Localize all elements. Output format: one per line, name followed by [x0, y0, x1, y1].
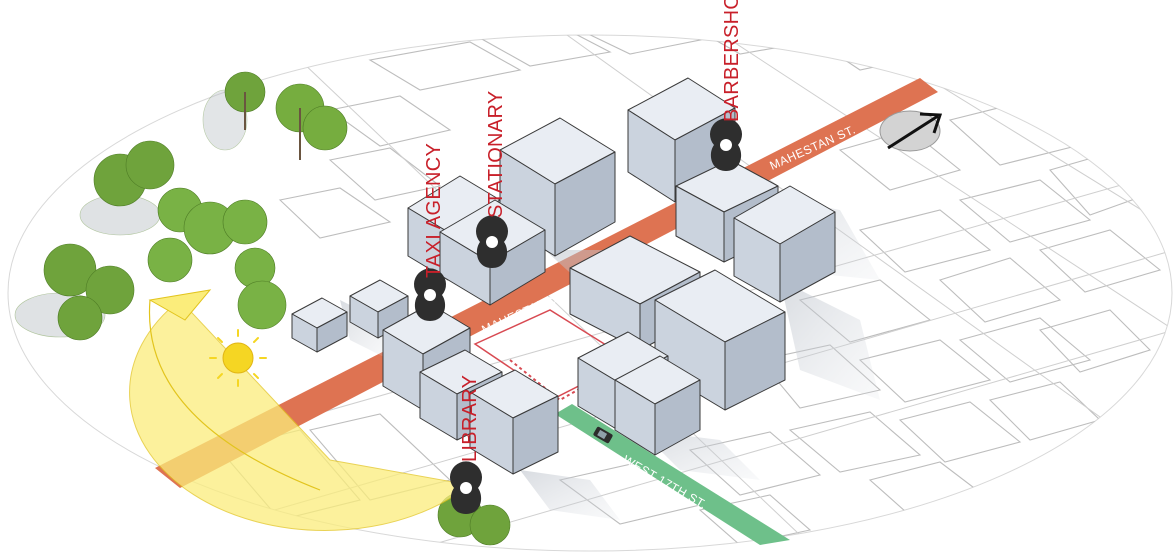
- sun-path-edge: [148, 299, 321, 491]
- building-b15: [469, 369, 559, 475]
- tree-cluster: [14, 71, 511, 546]
- tree-icon: [79, 140, 175, 236]
- tree-icon: [14, 243, 135, 341]
- poi-label-library: LIBRARY: [459, 375, 481, 462]
- map-pin-icon[interactable]: [476, 215, 508, 268]
- building-b6: [733, 185, 836, 303]
- map-pin-icon[interactable]: [414, 268, 446, 321]
- building-b2: [499, 117, 616, 257]
- tree-icon: [157, 187, 268, 255]
- buildings: [291, 77, 836, 475]
- tree-icon: [275, 83, 348, 160]
- poi-label-taxi-agency: TAXI AGENCY: [423, 143, 445, 278]
- poi-label-stationary: STATIONARY: [485, 91, 507, 218]
- building-b10: [614, 355, 701, 456]
- tree-icon: [147, 237, 287, 330]
- sun-icon: [209, 329, 267, 387]
- building-b1: [627, 77, 736, 203]
- car-icon: [593, 426, 613, 444]
- building-b12: [349, 279, 409, 339]
- map-pin-icon[interactable]: [710, 118, 742, 171]
- map-pin-icon[interactable]: [450, 461, 482, 514]
- tree-icon: [202, 71, 266, 151]
- north-arrow-icon: [879, 110, 943, 152]
- building-b11: [291, 297, 348, 353]
- street-west-17th: [555, 404, 790, 545]
- poi-label-barbershop: BARBERSHOP: [721, 0, 743, 122]
- building-b8: [654, 269, 786, 411]
- sun-path-arrow: [148, 289, 212, 321]
